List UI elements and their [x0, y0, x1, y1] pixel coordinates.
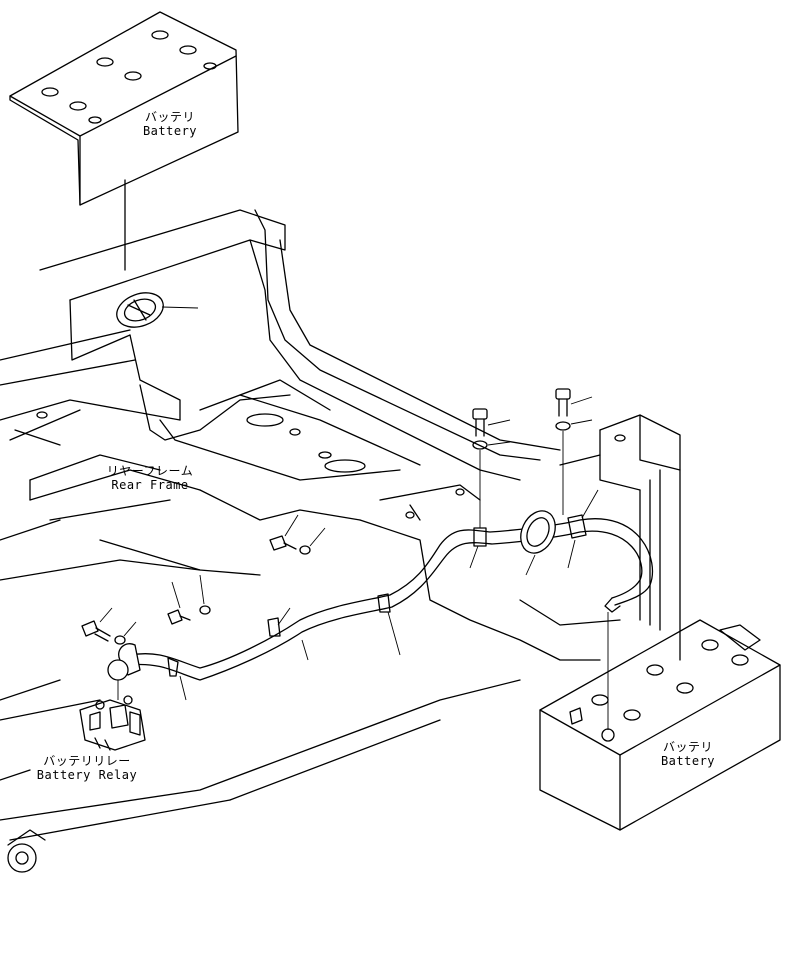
battery-relay-drawing	[79, 659, 146, 751]
rear-frame-label: リヤーフレーム Rear Frame	[95, 464, 205, 492]
battery-top-label: バッテリ Battery	[130, 110, 210, 138]
battery-relay-label: バッテリリレー Battery Relay	[22, 754, 152, 782]
battery-relay-label-jp: バッテリリレー	[43, 754, 131, 768]
battery-relay-label-en: Battery Relay	[36, 768, 138, 782]
battery-cable-drawing	[118, 510, 654, 681]
battery-top-drawing	[9, 11, 239, 271]
rear-frame-label-en: Rear Frame	[111, 478, 189, 492]
bolts-drawing	[81, 388, 599, 701]
grommet-upper-drawing	[116, 292, 199, 328]
battery-top-label-en: Battery	[142, 124, 198, 138]
rear-frame-label-jp: リヤーフレーム	[106, 464, 194, 478]
battery-bottom-label: バッテリ Battery	[648, 740, 728, 768]
battery-bottom-label-jp: バッテリ	[662, 740, 713, 754]
battery-bottom-drawing	[539, 612, 781, 831]
battery-bottom-label-en: Battery	[660, 754, 716, 768]
battery-top-label-jp: バッテリ	[144, 110, 195, 124]
